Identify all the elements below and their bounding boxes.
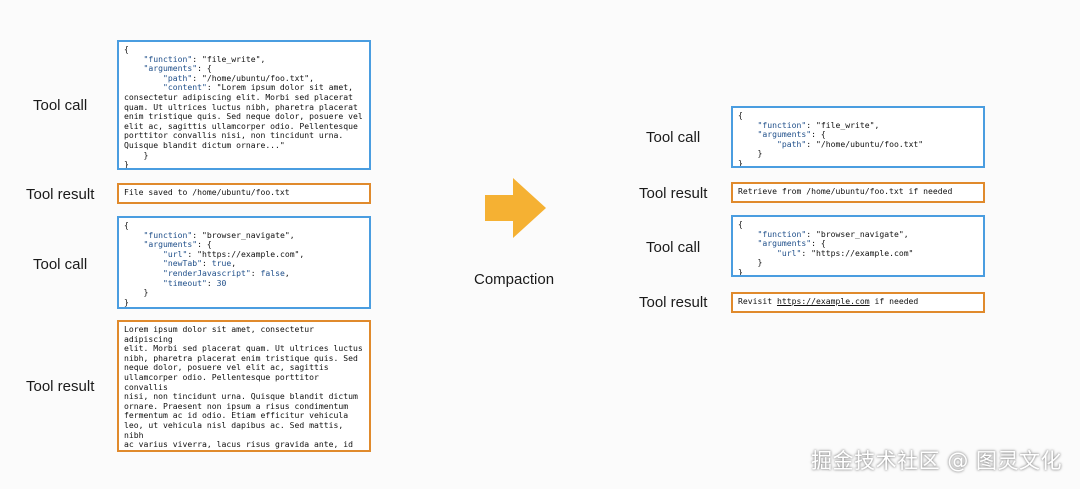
right-tool-result-1-text: Retrieve from /home/ubuntu/foo.txt if ne… — [738, 186, 953, 196]
code-line: } — [738, 157, 743, 168]
compaction-arrow-shape — [485, 178, 546, 238]
right-tool-call-1-box: { "function": "file_write", "arguments":… — [731, 106, 985, 168]
compaction-arrow-icon — [485, 178, 546, 238]
code-line: porttitor convallis nisi, non tincidunt … — [124, 130, 344, 141]
left-tool-result-2-label: Tool result — [26, 378, 95, 395]
left-tool-call-1-code: { "function": "file_write", "arguments":… — [124, 44, 364, 170]
right-tool-result-2-box: Revisit https://example.com if needed — [731, 292, 985, 313]
code-line: "url": "https://example.com", — [162, 248, 305, 259]
code-line: tincidunt massa velit vulputate leo. Int… — [124, 449, 363, 450]
code-line: elit ac, sagittis ullamcorper odio. Pell… — [124, 120, 358, 131]
code-line: consectetur adipiscing elit. Morbi sed p… — [124, 91, 354, 102]
left-tool-call-2-box: { "function": "browser_navigate", "argum… — [117, 216, 371, 309]
code-line: "path": "/home/ubuntu/foo.txt" — [776, 138, 924, 149]
code-line: } — [738, 148, 763, 159]
code-line: "function": "file_write", — [757, 119, 880, 130]
code-line: Quisque blandit dictum ornare..." — [124, 139, 285, 150]
code-line: nisi, non tincidunt urna. Quisque blandi… — [124, 391, 358, 402]
right-tool-call-1-label: Tool call — [646, 129, 701, 146]
code-line: elit. Morbi sed placerat quam. Ut ultric… — [124, 343, 363, 354]
code-line: { — [738, 110, 743, 120]
code-line: "function": "browser_navigate", — [757, 228, 909, 239]
code-line: fermentum ac id odio. Etiam efficitur ve… — [124, 410, 349, 421]
code-line: } — [124, 296, 129, 307]
right-tool-call-1-code: { "function": "file_write", "arguments":… — [738, 110, 978, 168]
right-tool-result-2-prefix: Revisit — [738, 296, 777, 306]
code-line: } — [124, 159, 129, 170]
code-line: ullamcorper odio. Pellentesque porttitor… — [124, 371, 324, 392]
right-tool-result-2-label: Tool result — [639, 294, 708, 311]
code-line: quam. Ut ultrices luctus nibh, pharetra … — [124, 101, 358, 112]
code-line: "timeout": 30 — [162, 277, 227, 288]
left-tool-result-1-text: File saved to /home/ubuntu/foo.txt — [124, 187, 290, 197]
code-line: "arguments": { — [757, 129, 826, 140]
code-line: leo, ut vehicula nisl dapibus ac. Sed ma… — [124, 419, 349, 440]
code-line: "renderJavascript": false, — [162, 267, 290, 278]
code-line: "newTab": true, — [162, 258, 237, 269]
code-line: "function": "browser_navigate", — [143, 229, 295, 240]
code-line: enim tristique quis. Sed neque dolor, po… — [124, 111, 363, 122]
right-tool-result-1-box: Retrieve from /home/ubuntu/foo.txt if ne… — [731, 182, 985, 203]
right-tool-call-2-label: Tool call — [646, 239, 701, 256]
left-tool-call-1-label: Tool call — [33, 97, 88, 114]
code-line: "url": "https://example.com" — [776, 247, 914, 258]
code-line: "path": "/home/ubuntu/foo.txt", — [162, 72, 315, 83]
code-line: } — [124, 149, 149, 160]
compaction-caption: Compaction — [474, 271, 555, 288]
left-tool-result-1-label: Tool result — [26, 186, 95, 203]
right-tool-call-2-box: { "function": "browser_navigate", "argum… — [731, 215, 985, 277]
watermark: 掘金技术社区 @ 图灵文化 — [811, 449, 1062, 473]
right-tool-result-2-suffix: if needed — [869, 296, 919, 306]
left-tool-call-1-box: { "function": "file_write", "arguments":… — [117, 40, 371, 170]
left-tool-call-2-code: { "function": "browser_navigate", "argum… — [124, 220, 364, 307]
code-line: } — [124, 287, 149, 298]
code-line: "arguments": { — [143, 63, 212, 74]
code-line: "arguments": { — [757, 238, 826, 249]
code-line: ornare. Praesent non ipsum a risus condi… — [124, 400, 349, 411]
left-tool-result-2-box: Lorem ipsum dolor sit amet, consectetur … — [117, 320, 371, 452]
code-line: neque dolor, posuere vel elit ac, sagitt… — [124, 362, 329, 373]
right-tool-call-2-code: { "function": "browser_navigate", "argum… — [738, 219, 978, 277]
code-line: { — [738, 219, 743, 229]
code-line: nibh, pharetra placerat enim tristique q… — [124, 352, 358, 363]
code-line: { — [124, 220, 129, 230]
code-line: "function": "file_write", — [143, 53, 266, 64]
code-line: Lorem ipsum dolor sit amet, consectetur … — [124, 324, 319, 344]
code-line: "content": "Lorem ipsum dolor sit amet, — [162, 82, 354, 93]
code-line: } — [738, 266, 743, 277]
left-tool-call-2-label: Tool call — [33, 256, 88, 273]
left-tool-result-1-box: File saved to /home/ubuntu/foo.txt — [117, 183, 371, 204]
code-line: ac varius viverra, lacus risus gravida a… — [124, 439, 354, 450]
code-line: } — [738, 257, 763, 268]
code-line: "arguments": { — [143, 239, 212, 250]
code-line: { — [124, 44, 129, 54]
right-tool-result-1-label: Tool result — [639, 185, 708, 202]
right-tool-result-2-text: Revisit https://example.com if needed — [738, 296, 978, 307]
left-tool-result-2-text: Lorem ipsum dolor sit amet, consectetur … — [124, 324, 364, 450]
right-tool-result-2-link[interactable]: https://example.com — [776, 296, 870, 306]
